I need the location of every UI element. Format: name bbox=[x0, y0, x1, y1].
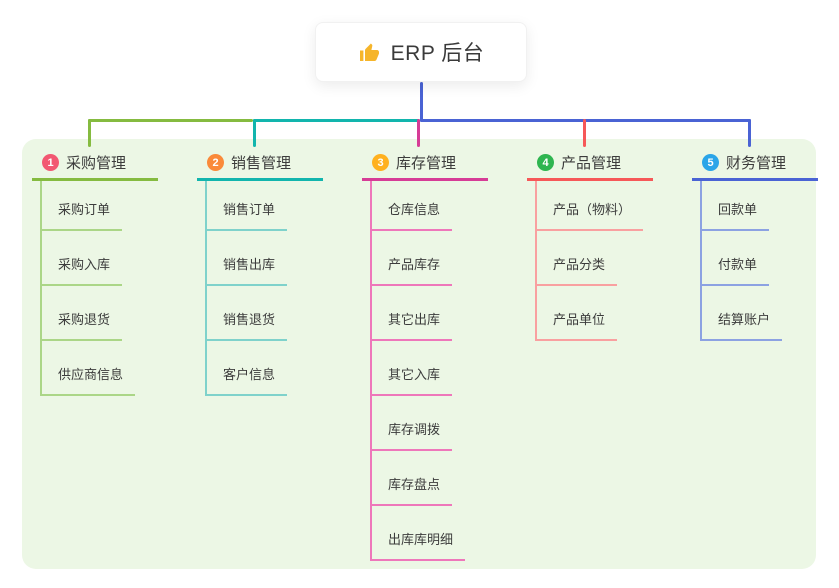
branch-child-line-2 bbox=[205, 181, 207, 396]
connector-drop-1 bbox=[88, 119, 91, 147]
branch-title-finance[interactable]: 5 财务管理 bbox=[692, 147, 818, 181]
connector-bus-green bbox=[88, 119, 253, 122]
node-purchase-order[interactable]: 采购订单 bbox=[40, 201, 123, 231]
connector-drop-3 bbox=[417, 119, 420, 147]
connector-root-line bbox=[420, 82, 423, 122]
node-other-inbound[interactable]: 其它入库 bbox=[370, 366, 453, 396]
node-customer-info[interactable]: 客户信息 bbox=[205, 366, 288, 396]
branch-child-line-3 bbox=[370, 181, 372, 561]
node-outbound-detail[interactable]: 出库库明细 bbox=[370, 531, 466, 561]
branch-badge-4: 4 bbox=[537, 154, 554, 171]
node-sales-return[interactable]: 销售退货 bbox=[205, 311, 288, 341]
branch-child-line-1 bbox=[40, 181, 42, 396]
branch-label: 库存管理 bbox=[396, 155, 457, 172]
branch-label: 产品管理 bbox=[561, 155, 622, 172]
node-product-stock[interactable]: 产品库存 bbox=[370, 256, 453, 286]
node-sales-order[interactable]: 销售订单 bbox=[205, 201, 288, 231]
connector-drop-4 bbox=[583, 119, 586, 147]
branch-badge-2: 2 bbox=[207, 154, 224, 171]
branch-label: 销售管理 bbox=[231, 155, 292, 172]
node-warehouse-info[interactable]: 仓库信息 bbox=[370, 201, 453, 231]
node-payment-doc[interactable]: 付款单 bbox=[700, 256, 770, 286]
node-settlement-account[interactable]: 结算账户 bbox=[700, 311, 783, 341]
connector-drop-2 bbox=[253, 119, 256, 147]
connector-bus-teal bbox=[253, 119, 420, 122]
node-other-outbound[interactable]: 其它出库 bbox=[370, 311, 453, 341]
node-purchase-return[interactable]: 采购退货 bbox=[40, 311, 123, 341]
node-stock-transfer[interactable]: 库存调拨 bbox=[370, 421, 453, 451]
node-product-unit[interactable]: 产品单位 bbox=[535, 311, 618, 341]
background-panel bbox=[22, 139, 816, 569]
node-supplier-info[interactable]: 供应商信息 bbox=[40, 366, 136, 396]
thumbs-up-icon bbox=[358, 40, 382, 64]
node-purchase-inbound[interactable]: 采购入库 bbox=[40, 256, 123, 286]
root-node[interactable]: ERP 后台 bbox=[315, 22, 527, 82]
node-product-material[interactable]: 产品（物料） bbox=[535, 201, 644, 231]
connector-drop-5 bbox=[748, 119, 751, 147]
node-stock-taking[interactable]: 库存盘点 bbox=[370, 476, 453, 506]
node-product-category[interactable]: 产品分类 bbox=[535, 256, 618, 286]
node-receipt-doc[interactable]: 回款单 bbox=[700, 201, 770, 231]
branch-badge-3: 3 bbox=[372, 154, 389, 171]
node-sales-outbound[interactable]: 销售出库 bbox=[205, 256, 288, 286]
branch-title-inventory[interactable]: 3 库存管理 bbox=[362, 147, 488, 181]
branch-child-line-4 bbox=[535, 181, 537, 341]
branch-label: 财务管理 bbox=[726, 155, 787, 172]
branch-title-purchase[interactable]: 1 采购管理 bbox=[32, 147, 158, 181]
root-label: ERP 后台 bbox=[390, 42, 485, 65]
branch-label: 采购管理 bbox=[66, 155, 127, 172]
branch-badge-5: 5 bbox=[702, 154, 719, 171]
branch-child-line-5 bbox=[700, 181, 702, 341]
branch-title-product[interactable]: 4 产品管理 bbox=[527, 147, 653, 181]
branch-badge-1: 1 bbox=[42, 154, 59, 171]
branch-title-sales[interactable]: 2 销售管理 bbox=[197, 147, 323, 181]
